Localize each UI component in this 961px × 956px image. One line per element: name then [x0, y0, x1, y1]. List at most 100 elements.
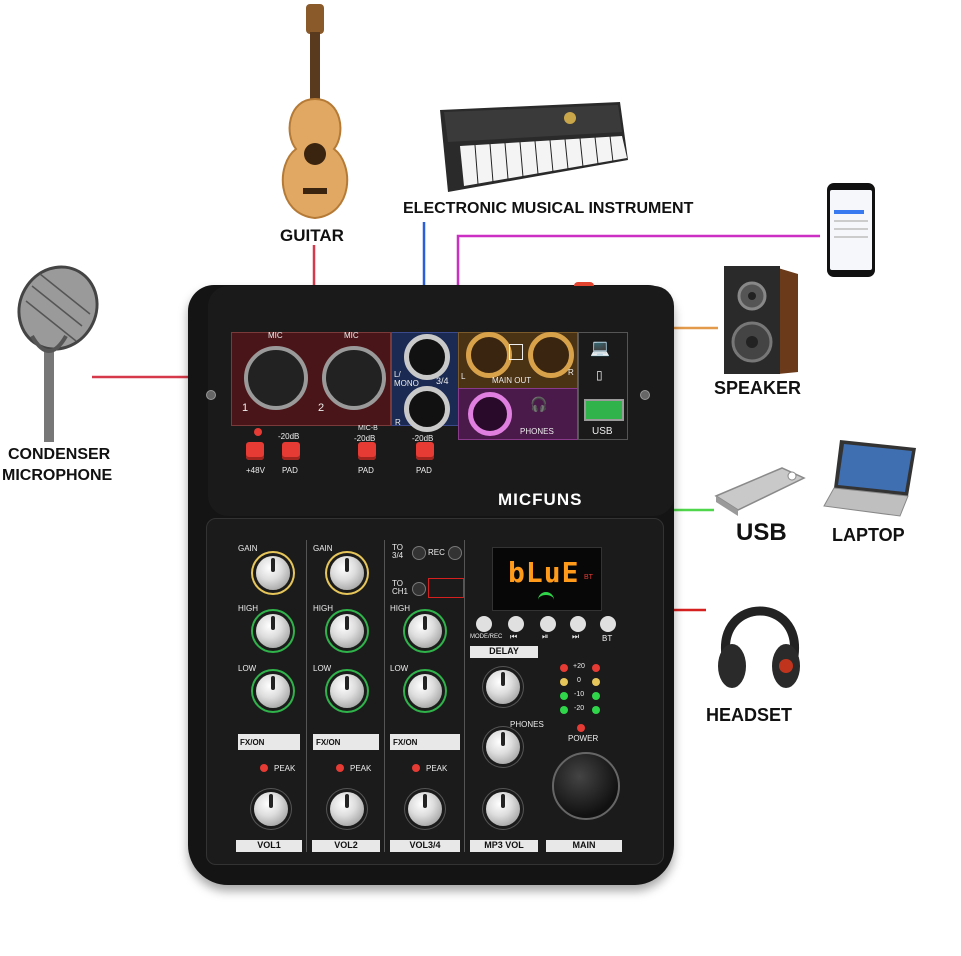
main-out-r-label: R: [568, 368, 574, 377]
ch1-low-knob[interactable]: [256, 674, 290, 708]
phones-label: PHONES: [520, 427, 554, 436]
transport-bt-button[interactable]: [600, 616, 616, 632]
pad3-db-label: -20dB: [412, 434, 434, 443]
ch2-peak-led: [336, 764, 344, 772]
phones-volume-knob[interactable]: [486, 730, 520, 764]
rec-switch[interactable]: [448, 546, 462, 560]
microphone-image: [17, 265, 99, 442]
ch2-fx-label: FX/ON: [316, 738, 341, 747]
speaker-image: [724, 266, 798, 374]
usb-port[interactable]: [584, 399, 624, 421]
speaker-label: SPEAKER: [714, 378, 802, 398]
ch2-vol-label: VOL2: [312, 840, 380, 852]
ch2-fx-switch[interactable]: [313, 734, 379, 750]
ch1-fx-label: FX/ON: [240, 738, 265, 747]
delay-label: DELAY: [470, 646, 538, 658]
speaker-icon: [509, 344, 523, 360]
ch3-peak-label: PEAK: [426, 764, 448, 773]
meter-label-plus20: +20: [573, 663, 585, 670]
channel-strip-3: [386, 540, 465, 852]
meter-led-r-3: [592, 692, 600, 700]
phones-jack[interactable]: [468, 392, 512, 436]
ch3-fx-label: FX/ON: [393, 738, 418, 747]
pad3-label: PAD: [416, 466, 432, 475]
ch1-fx-switch[interactable]: [238, 734, 300, 750]
toch1-label: TO CH1: [392, 579, 409, 596]
to34-label: TO 3/4: [392, 543, 404, 560]
ch1-label: 1: [242, 402, 249, 414]
pad2-button[interactable]: [358, 442, 376, 460]
usb-port-label: USB: [592, 426, 613, 437]
pad1-db-label: -20dB: [278, 432, 300, 441]
pad1-label: PAD: [282, 466, 298, 475]
ch3-fx-switch[interactable]: [390, 734, 460, 750]
play-pause-icon: ⏯: [542, 632, 549, 641]
ch2-high-knob[interactable]: [330, 614, 364, 648]
phantom-power-button[interactable]: [246, 442, 264, 460]
screw: [640, 390, 650, 400]
line-jack-l[interactable]: [404, 334, 450, 380]
mini-phones-jack[interactable]: [428, 578, 464, 598]
mp3-volume-knob[interactable]: [486, 792, 520, 826]
pad3-button[interactable]: [416, 442, 434, 460]
transport-next-button[interactable]: [570, 616, 586, 632]
headset-label: HEADSET: [706, 705, 793, 725]
microphone-label-line1: CONDENSER: [8, 446, 111, 463]
toch1-switch[interactable]: [412, 582, 426, 596]
ch3-low-knob[interactable]: [408, 674, 442, 708]
ch2-peak-label: PEAK: [350, 764, 372, 773]
ch3-high-label: HIGH: [390, 604, 410, 613]
meter-label-minus10: -10: [574, 691, 585, 698]
transport-play-button[interactable]: [540, 616, 556, 632]
main-out-jack-l[interactable]: [466, 332, 512, 378]
power-label: POWER: [568, 734, 599, 743]
phantom-led: [254, 428, 262, 436]
keyboard-image: [440, 102, 628, 192]
usb-drive-icon: ▯: [596, 368, 603, 382]
mp3vol-label: MP3 VOL: [470, 840, 538, 852]
ch1-high-label: HIGH: [238, 604, 258, 613]
meter-led-l-2: [560, 678, 568, 686]
line-jack-r[interactable]: [404, 386, 450, 432]
ch1-high-knob[interactable]: [256, 614, 290, 648]
transport-prev-button[interactable]: [508, 616, 524, 632]
guitar-label: GUITAR: [280, 226, 344, 245]
ch2-volume-knob[interactable]: [330, 792, 364, 826]
ch3-volume-knob[interactable]: [408, 792, 442, 826]
ch1-volume-knob[interactable]: [254, 792, 288, 826]
instrument-label: ELECTRONIC MUSICAL INSTRUMENT: [403, 200, 694, 217]
phantom-label: +48V: [246, 466, 265, 475]
ch2-low-label: LOW: [313, 664, 332, 673]
mode-rec-label: MODE/REC: [470, 634, 503, 640]
meter-led-r-2: [592, 678, 600, 686]
transport-mode-button[interactable]: [476, 616, 492, 632]
xlr-combo-jack-2[interactable]: [322, 346, 386, 410]
ch3-high-knob[interactable]: [408, 614, 442, 648]
ch2-gain-label: GAIN: [313, 544, 333, 553]
to34-switch[interactable]: [412, 546, 426, 560]
main-out-label: MAIN OUT: [492, 376, 532, 385]
ch3-peak-led: [412, 764, 420, 772]
xlr-combo-jack-1[interactable]: [244, 346, 308, 410]
meter-label-0: 0: [577, 677, 581, 684]
main-out-l-label: L: [461, 372, 466, 381]
ch2-gain-knob[interactable]: [330, 556, 364, 590]
meter-led-r-1: [592, 664, 600, 672]
main-out-jack-r[interactable]: [528, 332, 574, 378]
headset-image: [718, 606, 800, 688]
ch1-gain-knob[interactable]: [256, 556, 290, 590]
micb-label: MIC-B: [358, 425, 378, 432]
mic1-label: MIC: [268, 331, 283, 340]
main-volume-knob[interactable]: [552, 752, 620, 820]
power-led: [577, 724, 585, 732]
prev-icon: ⏮: [510, 632, 518, 641]
ch2-low-knob[interactable]: [330, 674, 364, 708]
guitar-image: [281, 4, 349, 220]
screw: [206, 390, 216, 400]
ch3-low-label: LOW: [390, 664, 409, 673]
lcd-text: bLuE: [508, 556, 580, 589]
ch2-high-label: HIGH: [313, 604, 333, 613]
pad1-button[interactable]: [282, 442, 300, 460]
ch1-peak-label: PEAK: [274, 764, 296, 773]
delay-knob[interactable]: [486, 670, 520, 704]
